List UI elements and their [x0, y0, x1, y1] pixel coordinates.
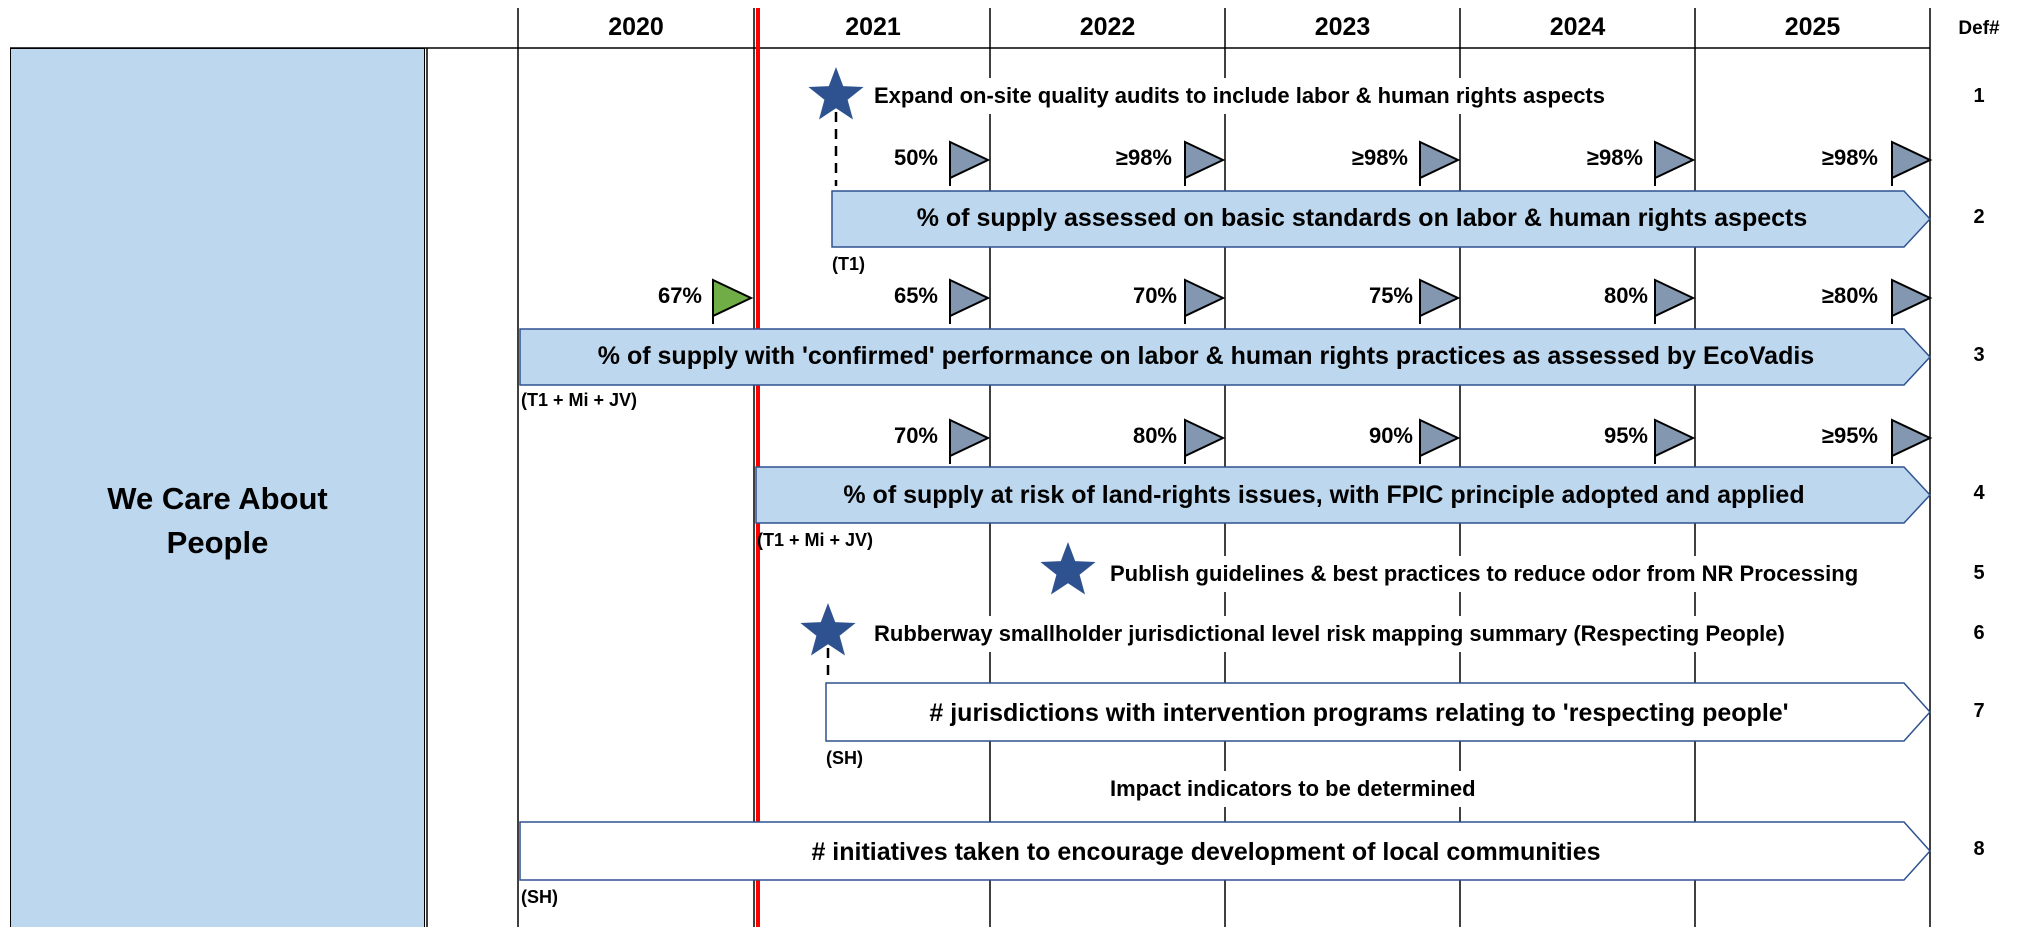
bar-3-arrow [519, 328, 1932, 386]
text-backdrop-3 [1106, 771, 1536, 807]
flag-icon-row3-1 [1184, 278, 1226, 318]
text-backdrop-1 [1106, 556, 1916, 592]
scope-7: (SH) [826, 748, 863, 768]
flag-icon-row2-4 [1891, 140, 1933, 180]
flag-icon-row3-0 [949, 278, 991, 318]
scope-2: (T1) [832, 254, 865, 274]
target-3-2023: 75% [1368, 283, 1413, 308]
scope-3: (T1 + Mi + JV) [521, 390, 638, 410]
impact-note: Impact indicators to be determined [1110, 776, 1476, 801]
star-icon-milestone-5 [1040, 542, 1096, 595]
target-3-2024: 80% [1603, 283, 1648, 308]
def-number-1: 1 [1973, 85, 1985, 107]
bar-4-arrow [755, 466, 1932, 524]
flag-icon-row4-2 [1419, 418, 1461, 458]
target-2-2025: ≥98% [1821, 145, 1878, 170]
category-title: We Care About People [11, 477, 424, 565]
category-title-line1: We Care About [107, 481, 328, 516]
def-number-4: 4 [1973, 482, 1985, 504]
category-panel: We Care About People [10, 48, 425, 927]
bar-8-arrow [519, 821, 1932, 881]
milestone-1-text: Expand on-site quality audits to include… [874, 83, 1605, 108]
flag-icon-row2-2 [1419, 140, 1461, 180]
year-header-2024: 2024 [1549, 13, 1606, 41]
year-header-2022: 2022 [1079, 13, 1136, 41]
year-header-2025: 2025 [1784, 13, 1841, 41]
target-2-2023: ≥98% [1351, 145, 1408, 170]
flag-icon-row2-3 [1654, 140, 1696, 180]
category-title-line2: People [166, 525, 269, 560]
flag-icon-row2-0 [949, 140, 991, 180]
target-4-2025: ≥95% [1821, 423, 1878, 448]
target-4-2021: 70% [893, 423, 938, 448]
target-4-2022: 80% [1132, 423, 1177, 448]
target-4-2024: 95% [1603, 423, 1648, 448]
def-number-7: 7 [1973, 700, 1985, 722]
baseline-3-2020: 67% [657, 283, 702, 308]
flag-icon-row4-0 [949, 418, 991, 458]
def-number-header: Def# [1958, 18, 2000, 39]
flag-icon-row4-1 [1184, 418, 1226, 458]
target-3-2022: 70% [1132, 283, 1177, 308]
bar-2-arrow [831, 190, 1932, 248]
star-icon-milestone-6 [800, 603, 856, 656]
def-number-5: 5 [1973, 562, 1985, 584]
year-header-2021: 2021 [845, 13, 901, 41]
flag-icon-row3-3 [1654, 278, 1696, 318]
bar-7-arrow [825, 682, 1932, 742]
target-2-2024: ≥98% [1586, 145, 1643, 170]
year-header-2020: 2020 [608, 13, 664, 41]
text-backdrop-0 [870, 78, 1690, 114]
target-4-2023: 90% [1368, 423, 1413, 448]
flag-icon-row3-4 [1891, 278, 1933, 318]
year-header-2023: 2023 [1314, 13, 1371, 41]
target-2-2021: 50% [893, 145, 938, 170]
milestone-6-text: Rubberway smallholder jurisdictional lev… [874, 621, 1785, 646]
def-number-8: 8 [1973, 838, 1985, 860]
flag-icon-row4-3 [1654, 418, 1696, 458]
flag-icon-row2-1 [1184, 140, 1226, 180]
def-number-3: 3 [1973, 344, 1985, 366]
def-number-6: 6 [1973, 622, 1985, 644]
flag-icon-row3-2 [1419, 278, 1461, 318]
milestone-5-text: Publish guidelines & best practices to r… [1110, 561, 1859, 586]
target-2-2022: ≥98% [1115, 145, 1172, 170]
target-3-2021: 65% [893, 283, 938, 308]
star-icon-milestone-1 [808, 67, 864, 120]
scope-8: (SH) [521, 887, 558, 907]
text-backdrop-2 [870, 616, 1870, 652]
flag-icon-row4-4 [1891, 418, 1933, 458]
flag-icon-row3-baseline [712, 278, 754, 318]
scope-4: (T1 + Mi + JV) [757, 530, 874, 550]
target-3-2025: ≥80% [1821, 283, 1878, 308]
def-number-2: 2 [1973, 206, 1985, 228]
